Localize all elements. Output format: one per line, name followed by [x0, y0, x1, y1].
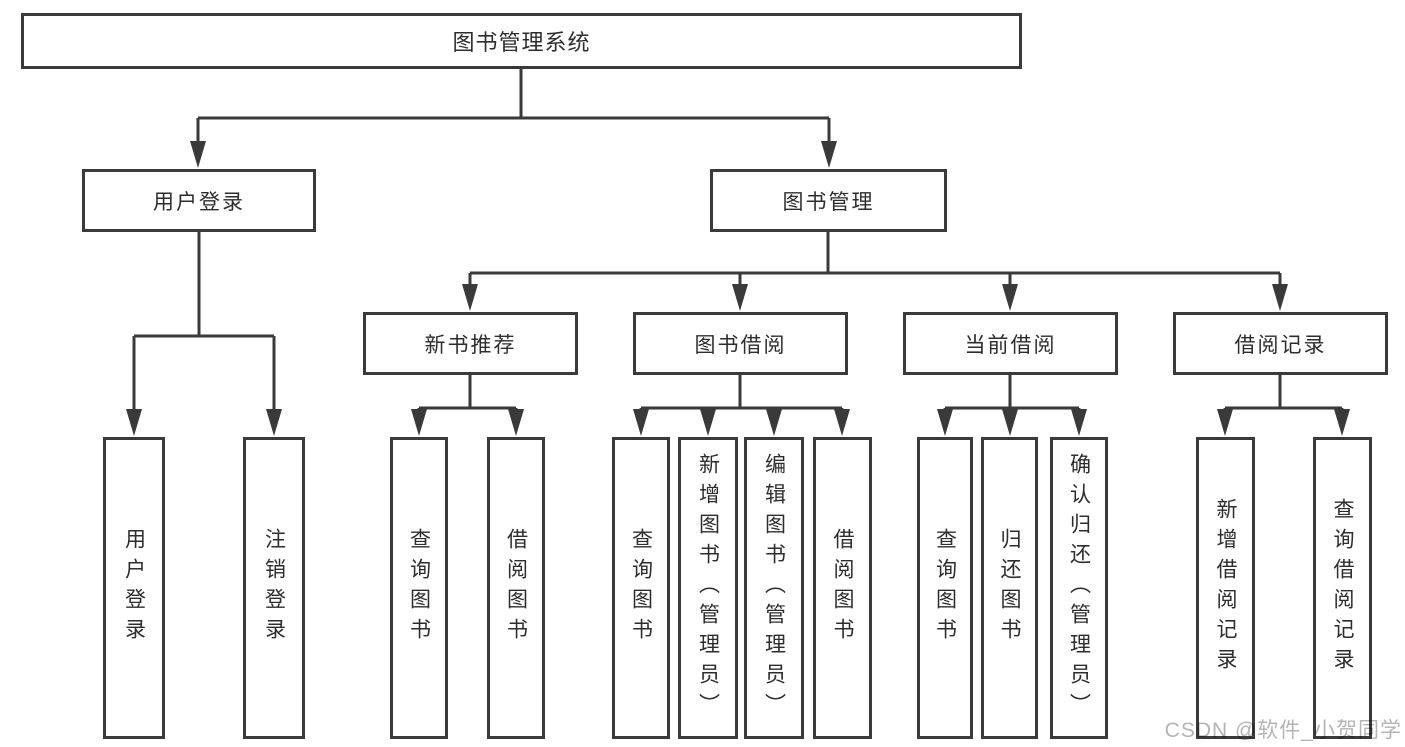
arrowhead: [633, 409, 649, 436]
leaf-borrow-books: 借阅图书: [813, 437, 872, 739]
connector-root-split: [190, 69, 837, 168]
arrowhead: [411, 409, 427, 436]
arrowhead: [190, 141, 206, 168]
leaf-query-books-borrow: 查询图书: [612, 437, 670, 739]
node-current-borrow: 当前借阅: [903, 312, 1118, 375]
arrowhead: [1002, 284, 1018, 311]
arrowhead: [266, 409, 282, 436]
connector-current-borrow-split: [937, 375, 1087, 436]
arrowhead: [821, 141, 837, 168]
arrowhead: [1272, 284, 1288, 311]
leaf-logout: 注销登录: [243, 437, 305, 739]
arrowhead: [508, 409, 524, 436]
node-library-system: 图书管理系统: [21, 13, 1022, 69]
leaf-borrow-books-recommend: 借阅图书: [487, 437, 545, 739]
connector-new-book-split: [411, 375, 524, 436]
leaf-query-books-recommend: 查询图书: [390, 437, 448, 739]
arrowhead: [700, 409, 716, 436]
arrowhead: [766, 409, 782, 436]
leaf-return-books: 归还图书: [981, 437, 1038, 739]
arrowhead: [1217, 409, 1233, 436]
arrowhead: [1071, 409, 1087, 436]
connector-user-login-split: [126, 232, 282, 436]
connector-borrow-split: [633, 375, 850, 436]
node-new-book-recommend: 新书推荐: [363, 312, 578, 375]
arrowhead: [1334, 409, 1350, 436]
leaf-add-borrow-record: 新增借阅记录: [1196, 437, 1255, 739]
leaf-edit-books-admin: 编辑图书（管理员）: [744, 437, 804, 739]
arrowhead: [937, 409, 953, 436]
node-borrow-records: 借阅记录: [1173, 312, 1388, 375]
leaf-query-borrow-record: 查询借阅记录: [1313, 437, 1372, 739]
leaf-query-books-current: 查询图书: [917, 437, 973, 739]
leaf-add-books-admin: 新增图书（管理员）: [678, 437, 738, 739]
node-user-login: 用户登录: [82, 169, 316, 232]
connector-book-mgmt-split: [462, 232, 1288, 311]
arrowhead: [1002, 409, 1018, 436]
arrowhead: [462, 284, 478, 311]
arrowhead: [732, 284, 748, 311]
node-book-borrow: 图书借阅: [633, 312, 848, 375]
leaf-user-login: 用户登录: [103, 437, 165, 739]
arrowhead: [126, 409, 142, 436]
leaf-confirm-return-admin: 确认归还（管理员）: [1050, 437, 1108, 739]
csdn-watermark: CSDN @软件_小贺同学: [1164, 719, 1402, 742]
node-book-management: 图书管理: [710, 169, 947, 232]
arrowhead: [834, 409, 850, 436]
connector-records-split: [1217, 375, 1350, 436]
